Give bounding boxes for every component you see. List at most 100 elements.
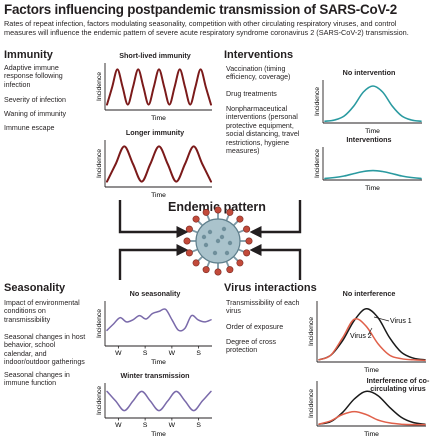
- chart-title-short-immunity: Short-lived immunity: [119, 51, 191, 60]
- virus-surface-dot: [203, 242, 209, 248]
- x-axis-label: Time: [151, 359, 166, 366]
- virus-spike-tip: [245, 237, 253, 245]
- y-axis-label: Incidence: [314, 149, 321, 178]
- virus-spike-tip: [243, 225, 251, 233]
- virus-spike-tip: [202, 266, 210, 274]
- immunity-heading: Immunity: [4, 49, 53, 61]
- chart-title-winter-transmission: Winter transmission: [120, 371, 190, 380]
- virus-spike-tip: [236, 215, 244, 223]
- virus1-label: Virus 1: [390, 318, 412, 325]
- x-tick-label: S: [196, 350, 201, 357]
- virus2-label: Virus 2: [350, 333, 372, 340]
- y-axis-label: Incidence: [314, 87, 321, 116]
- virus-surface-dot: [221, 226, 227, 232]
- virus-spike-tip: [185, 225, 193, 233]
- virus-surface-dot: [227, 240, 233, 246]
- chart-title-no-intervention: No intervention: [342, 68, 396, 77]
- seasonality-item: Impact of environmental conditions on tr…: [4, 299, 80, 324]
- interventions-item: Drug treatments: [226, 90, 277, 98]
- series-line-2: [318, 410, 426, 426]
- immunity-item: Immune escape: [4, 124, 55, 132]
- x-axis-label: Time: [364, 431, 379, 438]
- x-tick-label: S: [196, 422, 201, 429]
- y-axis-label: Incidence: [96, 386, 103, 415]
- arrow-immunity: [118, 200, 189, 238]
- virus-heading: Virus interactions: [224, 282, 317, 294]
- series-line-1: [106, 145, 212, 183]
- chart-title-no-seasonality: No seasonality: [129, 289, 181, 298]
- x-axis-label: Time: [365, 128, 380, 135]
- seasonality-heading: Seasonality: [4, 282, 66, 294]
- series-line-1: [106, 68, 212, 106]
- immunity-item: Waning of immunity: [4, 110, 67, 118]
- y-axis-label: Incidence: [308, 389, 315, 418]
- chart-title-interventions: Interventions: [346, 135, 392, 144]
- interventions-item: Nonpharmaceutical interventions (persona…: [226, 105, 300, 156]
- virus-spike-tip: [214, 206, 222, 214]
- immunity-item: Severity of infection: [4, 96, 66, 104]
- immunity-item: Adaptive immune response following infec…: [4, 64, 63, 89]
- chart-title-interference: Interference of co-circulating virus: [366, 376, 430, 394]
- x-axis-label: Time: [151, 115, 166, 122]
- virus-spike-tip: [192, 259, 200, 267]
- x-tick-label: W: [169, 422, 176, 429]
- virus-spike-tip: [226, 266, 234, 274]
- virus-spike-tip: [192, 215, 200, 223]
- seasonality-item: Seasonal changes in host behavior, schoo…: [4, 333, 86, 367]
- x-tick-label: S: [143, 422, 148, 429]
- x-axis-label: Time: [151, 431, 166, 438]
- virus-surface-dot: [219, 234, 225, 240]
- y-axis-label: Incidence: [308, 317, 315, 346]
- virus-item: Order of exposure: [226, 323, 284, 331]
- virus-spike-tip: [243, 249, 251, 257]
- figure-subtitle: Rates of repeat infection, factors modul…: [4, 19, 409, 37]
- x-axis-label: Time: [151, 192, 166, 199]
- seasonality-item: Seasonal changes in immune function: [4, 371, 70, 388]
- arrow-interventions: [249, 200, 302, 238]
- y-axis-label: Incidence: [96, 72, 103, 101]
- chart-title-no-interference: No interference: [342, 289, 396, 298]
- x-axis-label: Time: [364, 367, 379, 374]
- virus-surface-dot: [224, 250, 230, 256]
- virus-surface-dot: [215, 238, 221, 244]
- virus-spike-tip: [202, 208, 210, 216]
- series-line-1: [324, 85, 422, 122]
- x-tick-label: W: [115, 422, 122, 429]
- x-tick-label: W: [169, 350, 176, 357]
- interventions-item: Vaccination (timing efficiency, coverage…: [226, 65, 291, 82]
- arrow-virus: [249, 244, 302, 280]
- x-tick-label: S: [143, 350, 148, 357]
- virus-spike-tip: [236, 259, 244, 267]
- virus-spike-tip: [185, 249, 193, 257]
- virus-spike-tip: [214, 268, 222, 276]
- virus2-leader: [367, 327, 373, 336]
- series-line-2: [318, 318, 426, 362]
- virus-item: Degree of cross protection: [226, 338, 277, 355]
- interventions-heading: Interventions: [224, 49, 294, 61]
- y-axis-label: Incidence: [96, 309, 103, 338]
- chart-title-longer-immunity: Longer immunity: [125, 128, 185, 137]
- virus-spike-tip: [183, 237, 191, 245]
- virus-surface-dot: [207, 229, 213, 235]
- virus-icon: [183, 206, 253, 276]
- virus-item: Transmissibility of each virus: [226, 299, 300, 316]
- series-line-1: [324, 169, 422, 180]
- series-line-1: [318, 308, 426, 361]
- x-tick-label: W: [115, 350, 122, 357]
- series-line-1: [106, 308, 212, 332]
- virus-surface-dot: [212, 250, 218, 256]
- figure-title: Factors influencing postpandemic transmi…: [4, 2, 397, 17]
- virus-surface-dot: [201, 234, 207, 240]
- arrow-seasonality: [118, 244, 189, 280]
- x-axis-label: Time: [365, 185, 380, 192]
